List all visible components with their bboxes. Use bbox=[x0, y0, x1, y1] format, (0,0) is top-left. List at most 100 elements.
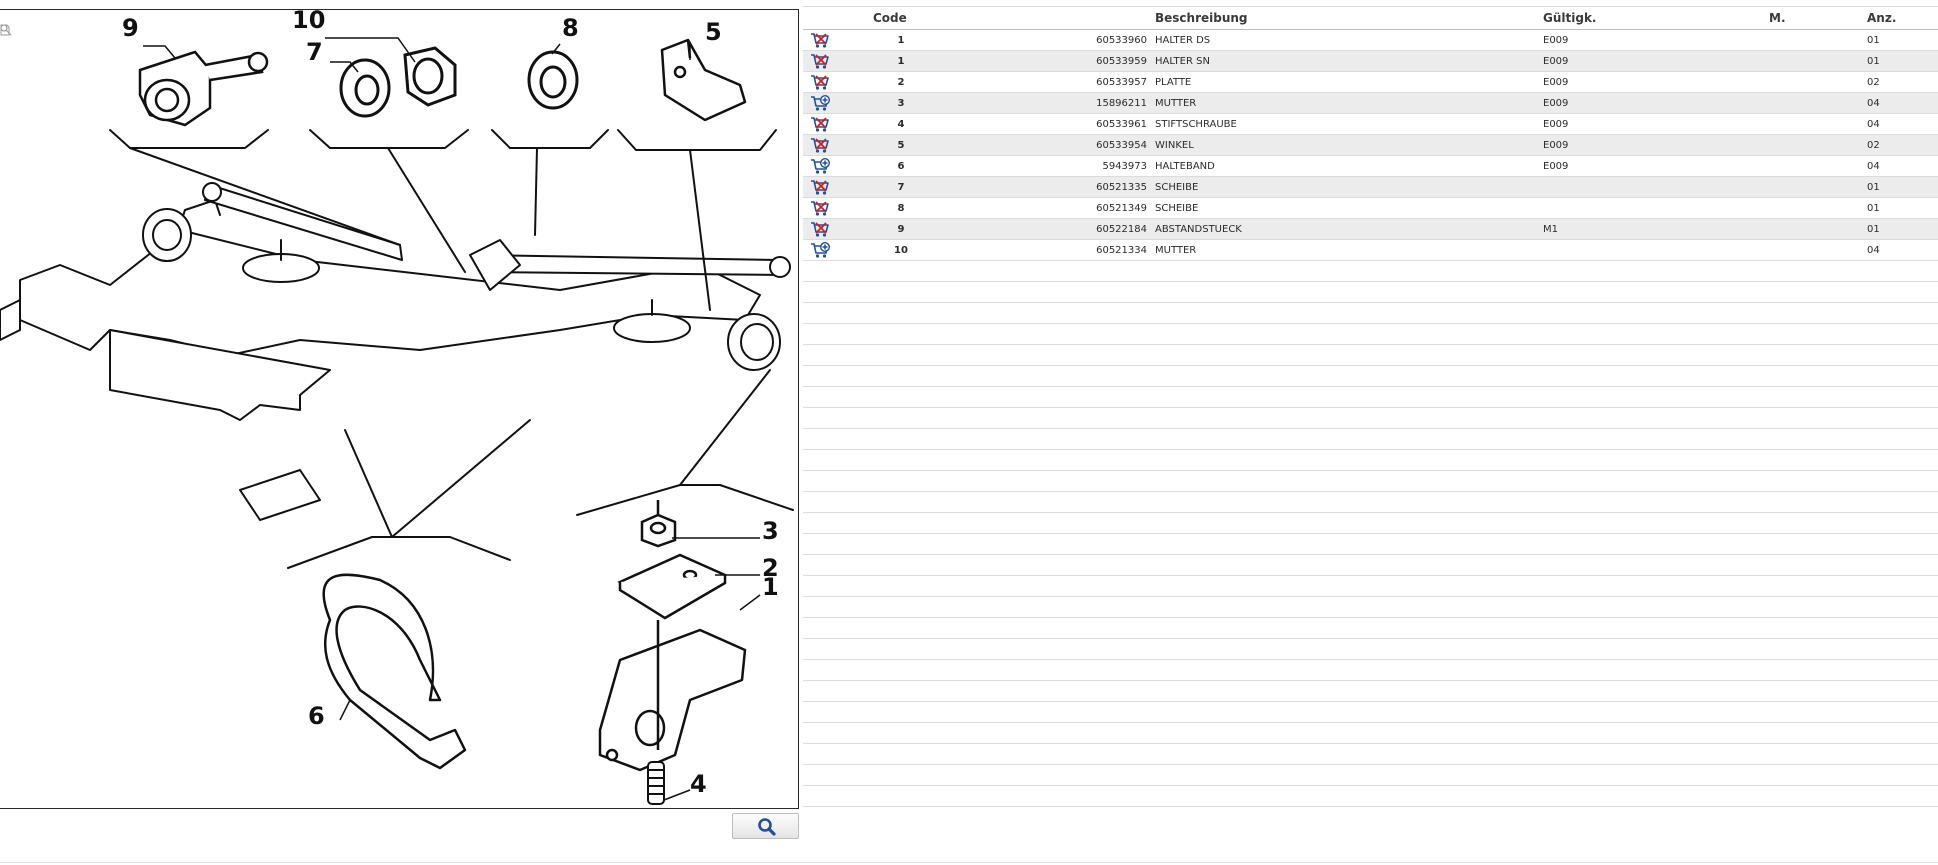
cart-remove-icon[interactable] bbox=[807, 137, 865, 153]
cart-cell[interactable] bbox=[803, 113, 869, 135]
magnify-button[interactable] bbox=[732, 813, 799, 839]
cart-cell[interactable] bbox=[803, 197, 869, 219]
cart-cell[interactable] bbox=[803, 239, 869, 261]
code-cell[interactable]: 60533957 bbox=[933, 71, 1151, 93]
empty-cell bbox=[803, 743, 1938, 765]
zoom-in-icon[interactable] bbox=[0, 24, 12, 56]
qty-cell: 04 bbox=[1863, 239, 1938, 261]
cart-remove-icon[interactable] bbox=[807, 221, 865, 237]
footer-divider bbox=[0, 862, 1938, 863]
code-cell[interactable]: 60533961 bbox=[933, 113, 1151, 135]
cart-add-icon[interactable] bbox=[807, 95, 865, 111]
cart-cell[interactable] bbox=[803, 92, 869, 114]
cart-cell[interactable] bbox=[803, 176, 869, 198]
empty-cell bbox=[803, 617, 1938, 639]
cart-cell[interactable] bbox=[803, 155, 869, 177]
empty-row bbox=[803, 512, 1938, 534]
position-cell: 7 bbox=[869, 176, 933, 198]
cart-remove-icon[interactable] bbox=[807, 116, 865, 132]
callout-3[interactable]: 3 bbox=[762, 517, 779, 545]
qty-cell: 01 bbox=[1863, 218, 1938, 240]
empty-cell bbox=[803, 533, 1938, 555]
description-cell: MUTTER bbox=[1151, 239, 1539, 261]
code-cell[interactable]: 15896211 bbox=[933, 92, 1151, 114]
empty-row bbox=[803, 323, 1938, 345]
cart-cell[interactable] bbox=[803, 134, 869, 156]
m-cell bbox=[1765, 218, 1863, 240]
callout-9[interactable]: 9 bbox=[122, 14, 139, 42]
cart-cell[interactable] bbox=[803, 29, 869, 51]
qty-cell: 01 bbox=[1863, 176, 1938, 198]
cart-remove-icon[interactable] bbox=[807, 32, 865, 48]
callout-2[interactable]: 2 bbox=[762, 554, 779, 582]
callout-1[interactable]: 1 bbox=[762, 573, 779, 601]
cart-remove-icon[interactable] bbox=[807, 53, 865, 69]
position-cell: 4 bbox=[869, 113, 933, 135]
zoom-out-icon[interactable] bbox=[0, 24, 12, 74]
empty-cell bbox=[803, 470, 1938, 492]
header-m[interactable]: M. bbox=[1765, 6, 1863, 30]
empty-row bbox=[803, 533, 1938, 555]
callout-10[interactable]: 10 bbox=[292, 9, 326, 34]
callout-5[interactable]: 5 bbox=[705, 18, 722, 46]
code-cell[interactable]: 60533954 bbox=[933, 134, 1151, 156]
parts-diagram[interactable]: 9 10 7 8 5 3 2 1 4 6 bbox=[0, 9, 799, 809]
callout-6[interactable]: 6 bbox=[308, 702, 325, 730]
cart-cell[interactable] bbox=[803, 71, 869, 93]
callout-8[interactable]: 8 bbox=[562, 14, 579, 42]
code-cell[interactable]: 60533960 bbox=[933, 29, 1151, 51]
empty-row bbox=[803, 491, 1938, 513]
empty-row bbox=[803, 428, 1938, 450]
cart-remove-icon[interactable] bbox=[807, 179, 865, 195]
cart-cell[interactable] bbox=[803, 218, 869, 240]
empty-cell bbox=[803, 365, 1938, 387]
empty-row bbox=[803, 680, 1938, 702]
header-code[interactable]: Code bbox=[869, 6, 933, 30]
table-header-row: Code Beschreibung Gültigk. M. Anz. bbox=[803, 6, 1938, 30]
description-cell: SCHEIBE bbox=[1151, 176, 1539, 198]
code-cell[interactable]: 60533959 bbox=[933, 50, 1151, 72]
page-icon[interactable] bbox=[0, 24, 12, 38]
validity-cell bbox=[1539, 176, 1765, 198]
callout-7[interactable]: 7 bbox=[306, 38, 323, 66]
callout-4[interactable]: 4 bbox=[690, 770, 707, 798]
header-validity[interactable]: Gültigk. bbox=[1539, 6, 1765, 30]
code-cell[interactable]: 5943973 bbox=[933, 155, 1151, 177]
m-cell bbox=[1765, 50, 1863, 72]
code-cell[interactable]: 60522184 bbox=[933, 218, 1151, 240]
empty-cell bbox=[803, 680, 1938, 702]
validity-cell bbox=[1539, 239, 1765, 261]
position-cell: 10 bbox=[869, 239, 933, 261]
validity-cell: E009 bbox=[1539, 155, 1765, 177]
code-cell[interactable]: 60521335 bbox=[933, 176, 1151, 198]
header-qty[interactable]: Anz. bbox=[1863, 6, 1938, 30]
code-cell[interactable]: 60521349 bbox=[933, 197, 1151, 219]
empty-row bbox=[803, 302, 1938, 324]
empty-row bbox=[803, 575, 1938, 597]
magnifier-icon bbox=[758, 818, 776, 836]
cart-add-icon[interactable] bbox=[807, 158, 865, 174]
empty-cell bbox=[803, 281, 1938, 303]
empty-row bbox=[803, 785, 1938, 807]
position-cell: 1 bbox=[869, 50, 933, 72]
empty-row bbox=[803, 638, 1938, 660]
cart-add-icon[interactable] bbox=[807, 242, 865, 258]
code-cell[interactable]: 60521334 bbox=[933, 239, 1151, 261]
cart-cell[interactable] bbox=[803, 50, 869, 72]
m-cell bbox=[1765, 239, 1863, 261]
m-cell bbox=[1765, 176, 1863, 198]
cart-remove-icon[interactable] bbox=[807, 200, 865, 216]
cart-remove-icon[interactable] bbox=[807, 74, 865, 90]
header-description[interactable]: Beschreibung bbox=[1151, 6, 1539, 30]
